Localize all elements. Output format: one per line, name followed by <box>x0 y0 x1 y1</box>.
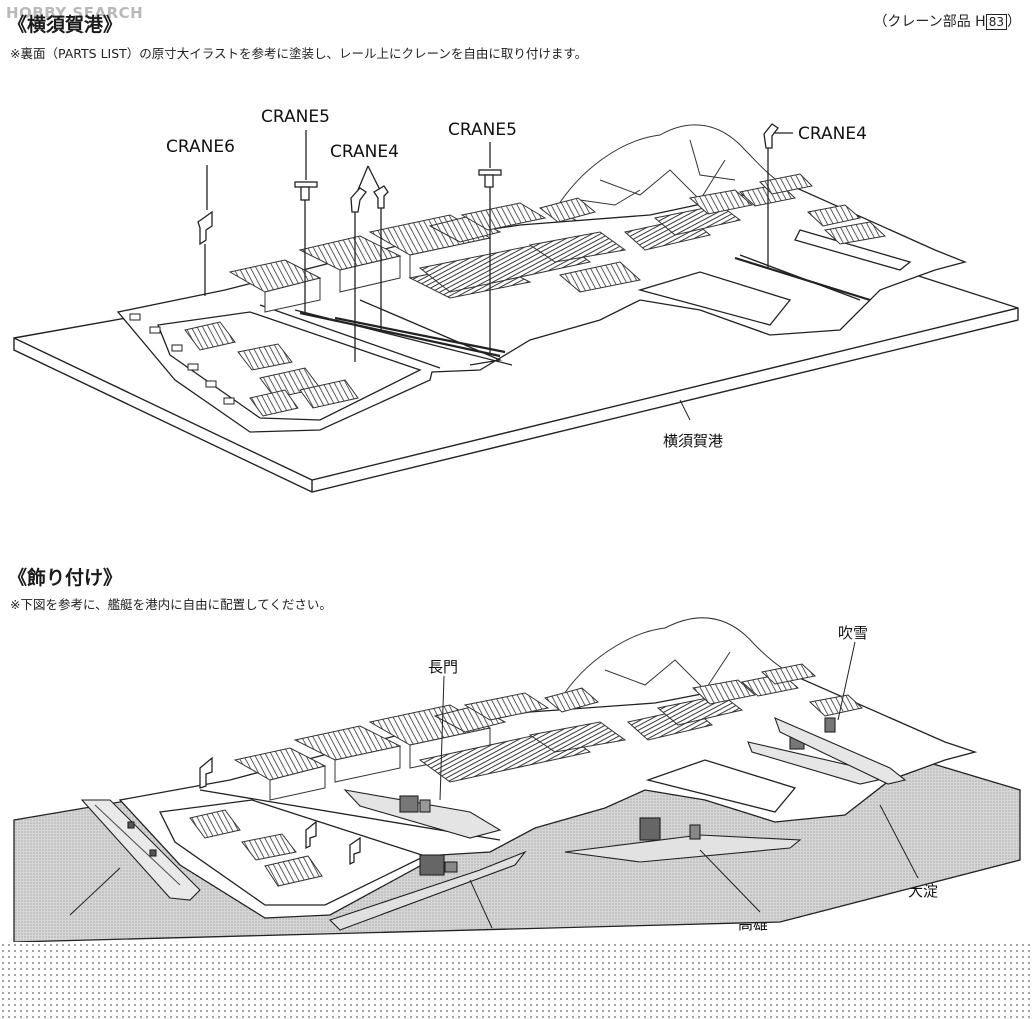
section2-note: ※下図を参考に、艦艇を港内に自由に配置してください。 <box>10 597 332 612</box>
crane-label-crane5-b: CRANE5 <box>448 120 517 140</box>
base-label-yokosuka: 横須賀港 <box>663 432 724 450</box>
ship-leader-lines <box>69 641 919 929</box>
crane-rails <box>299 256 871 358</box>
ship-display-diagram <box>13 617 1021 942</box>
ship-takao <box>564 817 802 863</box>
watermark-logo: HOBBY SEARCH <box>6 4 144 22</box>
ship-label-nagato: 長門 <box>428 658 459 676</box>
cranes-2 <box>199 756 361 866</box>
ship-nagato <box>343 789 502 839</box>
base-leader-line <box>679 399 691 421</box>
ship-shokaku <box>80 799 201 901</box>
dot-screen-band <box>0 942 1033 1019</box>
quay-blocks <box>129 313 235 405</box>
part-ref-box: 83 <box>985 14 1007 30</box>
section-title-yokosuka: 《横須賀港》 <box>8 14 123 36</box>
crane-label-crane5-a: CRANE5 <box>261 107 330 127</box>
crane-label-crane4-a: CRANE4 <box>330 142 399 162</box>
part-ref-suffix: ） <box>1007 14 1021 30</box>
yokosuka-harbor-diagram <box>13 123 1019 493</box>
warehouses <box>184 173 887 417</box>
cranes <box>197 123 793 362</box>
section1-note: ※裏面（PARTS LIST）の原寸大イラストを参考に塗装し、レール上にクレーン… <box>10 46 588 61</box>
crane-label-crane6: CRANE6 <box>166 137 235 157</box>
part-ref-prefix: （クレーン部品 H <box>873 14 986 30</box>
warehouses-2 <box>189 663 864 887</box>
ship-label-fubuki: 吹雪 <box>838 624 869 642</box>
ship-large-battleship <box>328 850 527 931</box>
section-title-display: 《飾り付け》 <box>8 567 123 589</box>
ship-fubuki <box>774 716 907 785</box>
harbor-land <box>116 184 968 433</box>
crane-label-crane4-b: CRANE4 <box>798 124 867 144</box>
